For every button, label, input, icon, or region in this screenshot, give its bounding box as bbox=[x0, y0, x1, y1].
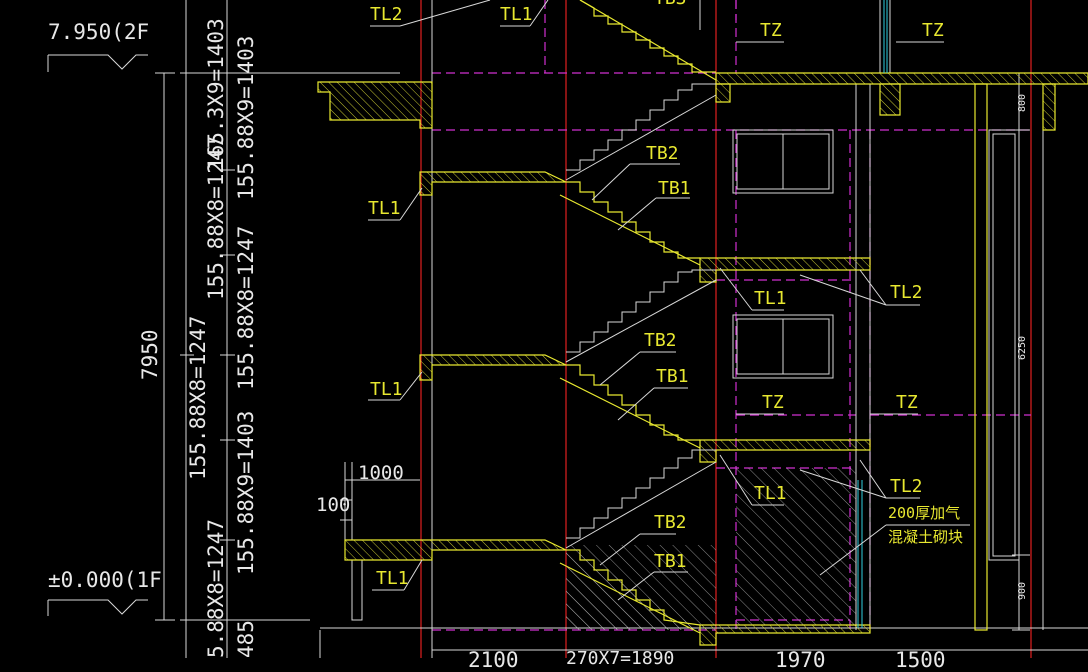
label-tl2-right-1: TL2 bbox=[890, 282, 923, 303]
label-tb1-3: TB1 bbox=[654, 551, 687, 572]
dim-bottom-frag-2: 270X7=1890 bbox=[566, 648, 675, 669]
elevation-bottom: ±0.000(1F bbox=[48, 568, 162, 592]
label-note-line2: 混凝土砌块 bbox=[888, 528, 964, 546]
stair-flights-up bbox=[565, 83, 717, 549]
label-tl2-right-2: TL2 bbox=[890, 476, 923, 497]
dim-ledge-width: 1000 bbox=[358, 462, 404, 484]
label-tb3-top: TB3 bbox=[654, 0, 687, 8]
dim-right-6250: 6250 bbox=[1017, 335, 1028, 360]
dim-col2-a: 155.88X8=1247 bbox=[204, 135, 228, 300]
label-note-line1: 200厚加气 bbox=[888, 504, 961, 522]
dim-right-900: 900 bbox=[1017, 581, 1028, 600]
dim-bottom-frag-3: 1970 bbox=[775, 648, 826, 672]
label-tz-top-2: TZ bbox=[922, 20, 944, 41]
label-tl1-left-2: TL1 bbox=[370, 379, 403, 400]
label-tz-top-1: TZ bbox=[760, 20, 782, 41]
hatched-wall-2 bbox=[736, 468, 856, 625]
cyan-lines bbox=[857, 0, 888, 628]
slabs bbox=[317, 72, 1088, 646]
label-tl2-top: TL2 bbox=[370, 4, 403, 25]
cad-viewport: { "elevations": { "top": "7.950(2F", "bo… bbox=[47, 0, 1088, 671]
dim-col1-b: 155.88X8=1247 bbox=[186, 315, 210, 480]
label-tb1-2: TB1 bbox=[656, 366, 689, 387]
dim-col2-d: 155.88X9=1403 bbox=[234, 410, 258, 575]
label-tb2-2: TB2 bbox=[644, 330, 677, 351]
label-tl1-mid-2: TL1 bbox=[754, 483, 787, 504]
label-tb2-1: TB2 bbox=[646, 143, 679, 164]
dim-col2-c: 155.88X8=1247 bbox=[234, 225, 258, 390]
dim-total-height: 7950 bbox=[138, 329, 162, 380]
label-tz-mid-1: TZ bbox=[762, 392, 784, 413]
elevation-top: 7.950(2F bbox=[48, 20, 150, 44]
dim-right-800: 800 bbox=[1017, 93, 1028, 112]
label-tl1-left-1: TL1 bbox=[368, 198, 401, 219]
dim-left-bottom: 5.88X8=1247 bbox=[204, 518, 228, 658]
stair-flights bbox=[559, 0, 717, 634]
leader-lines bbox=[368, 0, 970, 601]
label-tz-mid-2: TZ bbox=[896, 392, 918, 413]
label-tb2-3: TB2 bbox=[654, 512, 687, 533]
label-tl1-mid-1: TL1 bbox=[754, 288, 787, 309]
dim-col2-b: 155.88X9=1403 bbox=[234, 35, 258, 200]
label-tl1-left-3: TL1 bbox=[376, 568, 409, 589]
label-tl1-top: TL1 bbox=[500, 4, 533, 25]
label-tb1-1: TB1 bbox=[658, 178, 691, 199]
dim-ledge-height: 100 bbox=[316, 494, 351, 516]
dim-bottom-frag-4: 1500 bbox=[895, 648, 946, 672]
stair-section-drawing bbox=[47, 0, 1088, 658]
dim-bottom-frag-1: 2100 bbox=[468, 648, 519, 672]
dim-left-bottom-small: 485 bbox=[234, 620, 258, 658]
